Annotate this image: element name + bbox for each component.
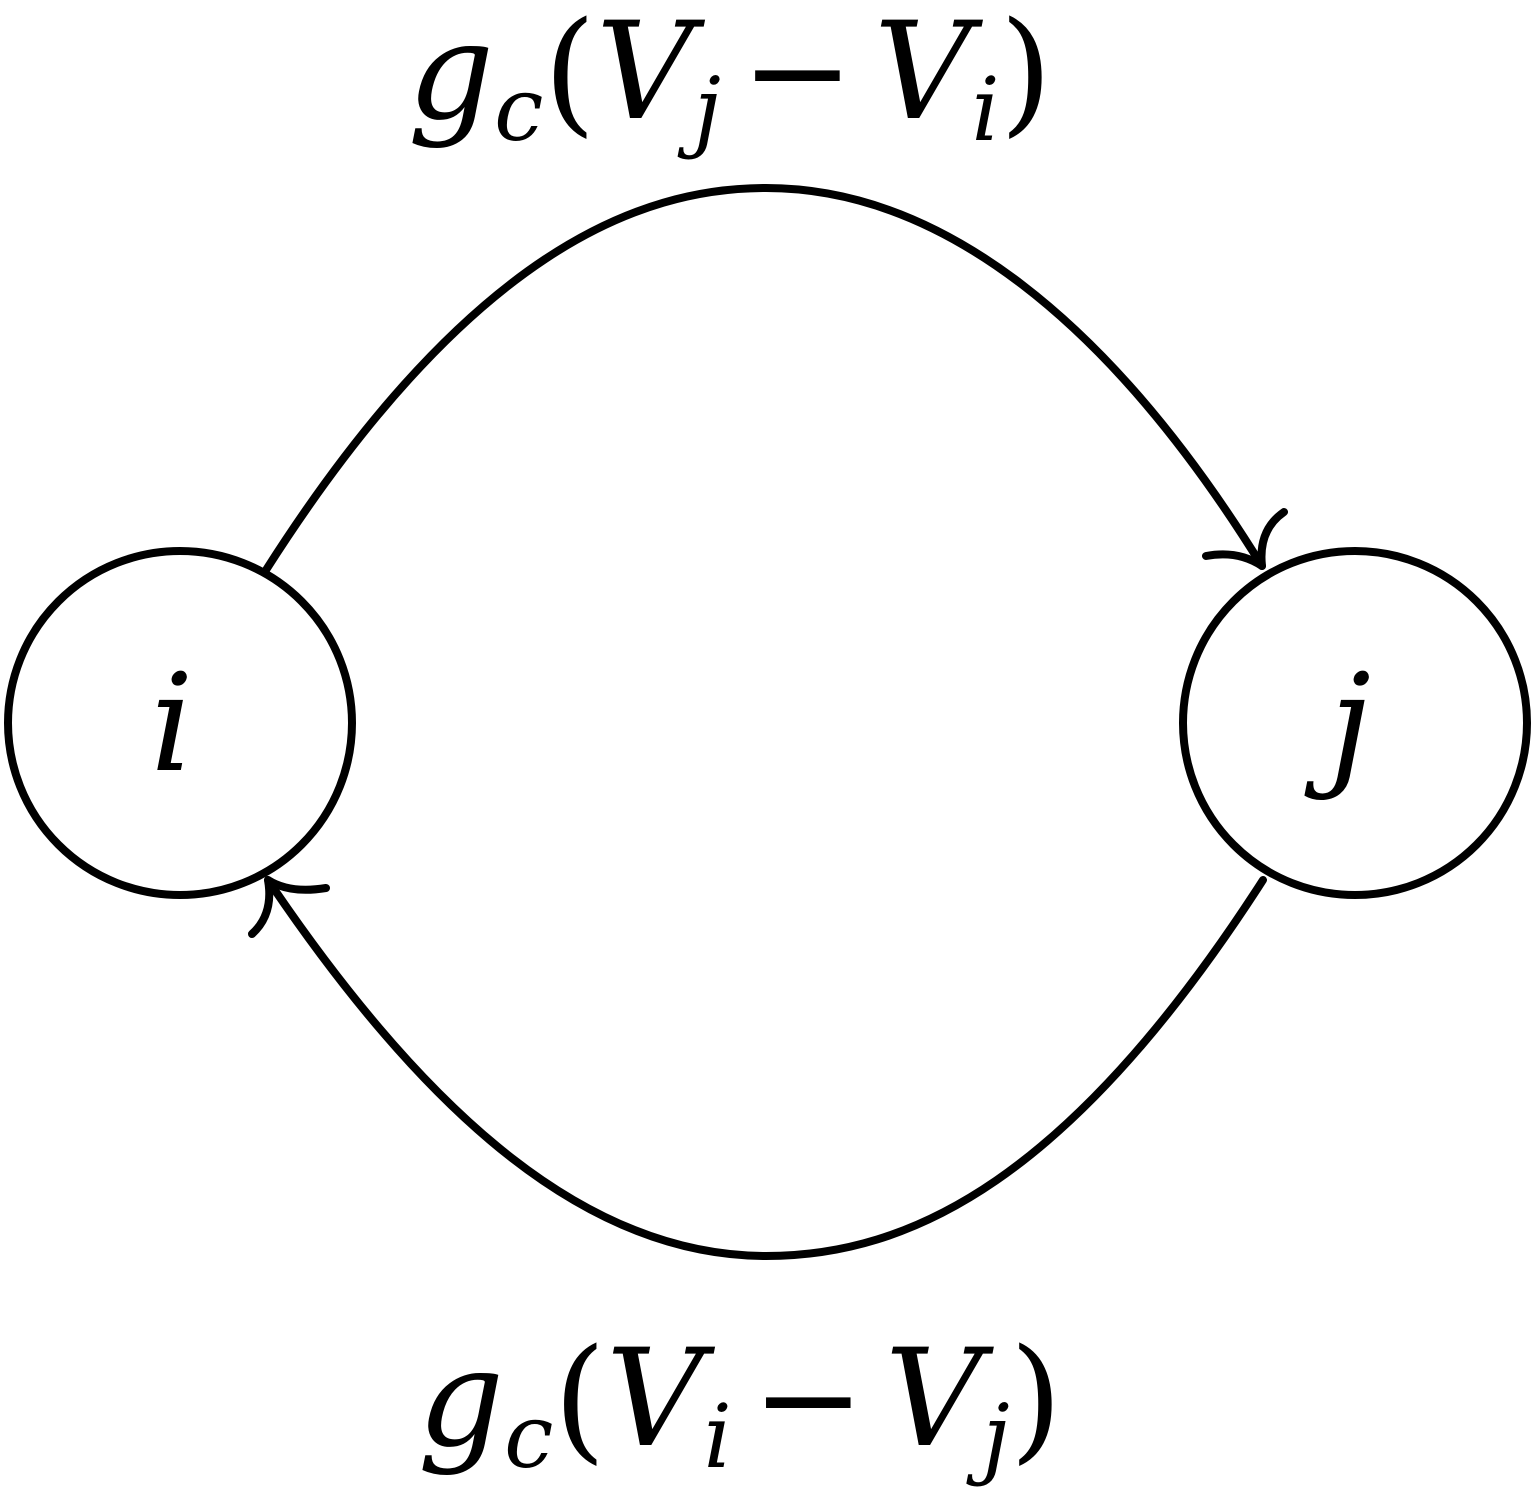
edge-i-to-j-curve xyxy=(262,184,1266,574)
edge-j-to-i-label-v2: V xyxy=(885,1320,995,1477)
edge-i-to-j-arrowhead xyxy=(1202,508,1288,570)
node-i-label: i xyxy=(150,645,193,802)
edge-i-to-j-label-v1: V xyxy=(596,0,706,150)
edge-j-to-i-label-g-sub: c xyxy=(504,1385,553,1488)
edge-i-to-j-label-g: g xyxy=(408,0,494,150)
edge-i-to-j-label-g-sub: c xyxy=(494,58,543,161)
edge-j-to-i-label-g: g xyxy=(418,1320,504,1477)
node-i-circle xyxy=(4,547,356,899)
edge-j-to-i-label-v1: V xyxy=(606,1320,716,1477)
edge-i-to-j-label: gc(Vj−Vi) xyxy=(408,0,1053,161)
edge-j-to-i-label-close: ) xyxy=(1010,1320,1063,1477)
node-j-label: j xyxy=(1304,645,1371,802)
edge-j-to-i-arrowhead xyxy=(248,876,330,938)
edge-j-to-i xyxy=(248,876,1267,1260)
edge-j-to-i-label-v1-sub: i xyxy=(704,1385,732,1488)
edge-i-to-j-label-v2: V xyxy=(874,0,984,150)
edge-i-to-j xyxy=(262,184,1288,574)
edge-j-to-i-label: gc(Vi−Vj) xyxy=(418,1320,1063,1488)
edge-j-to-i-label-minus: − xyxy=(752,1320,865,1477)
node-j-circle xyxy=(1179,547,1531,899)
edge-i-to-j-label-open: ( xyxy=(543,0,596,150)
edge-i-to-j-label-minus: − xyxy=(741,0,854,150)
edge-j-to-i-curve xyxy=(264,876,1267,1260)
edge-j-to-i-label-open: ( xyxy=(553,1320,606,1477)
node-i: i xyxy=(4,547,356,899)
node-j: j xyxy=(1179,547,1531,899)
edge-i-to-j-label-close: ) xyxy=(1000,0,1053,150)
edge-i-to-j-label-v2-sub: i xyxy=(971,58,999,161)
